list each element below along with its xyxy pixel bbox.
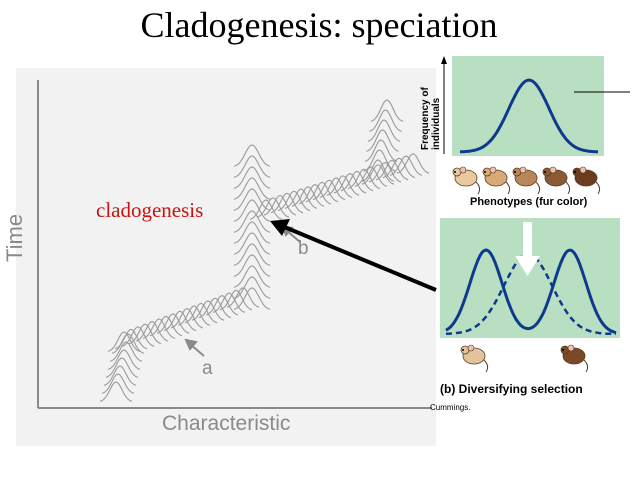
lineage-wave xyxy=(142,318,176,339)
distribution-panel-top xyxy=(452,56,604,156)
lineage-wave xyxy=(361,164,395,185)
lineage-wave xyxy=(226,287,260,308)
lineage-wave xyxy=(105,357,139,378)
phenotypes-label: Phenotypes (fur color) xyxy=(470,196,588,208)
time-axis-label: Time xyxy=(2,213,27,262)
lineage-wave xyxy=(114,328,148,350)
lineage-wave xyxy=(361,159,395,182)
lineage-wave xyxy=(156,313,190,334)
lineage-wave xyxy=(284,188,318,209)
lineage-wave xyxy=(135,321,169,342)
unimodal-curve xyxy=(459,78,599,154)
lineage-wave xyxy=(233,221,271,244)
selection-down-arrow-icon xyxy=(515,222,540,276)
lineage-wave xyxy=(109,341,143,362)
lineage-wave xyxy=(205,295,239,316)
link-arrow xyxy=(270,219,437,292)
lineage-wave xyxy=(233,210,271,233)
frequency-label-line2: individuals xyxy=(431,97,442,150)
diversifying-selection-label: (b) Diversifying selection xyxy=(440,382,583,396)
lineage-wave xyxy=(305,181,339,203)
bimodal-curve xyxy=(445,248,617,335)
lineage-wave xyxy=(347,168,381,190)
lineage-wave xyxy=(101,373,135,394)
lineage-wave xyxy=(366,129,399,152)
frequency-label-line1: Frequency of xyxy=(420,87,431,150)
slide-title: Cladogenesis: speciation xyxy=(140,5,498,45)
lineage-wave xyxy=(212,292,246,313)
mouse-icon xyxy=(560,344,589,373)
lineage-wave xyxy=(191,300,225,321)
frequency-axis-label: Frequency of individuals xyxy=(420,87,442,150)
pointer-a xyxy=(184,338,205,357)
lineage-wave xyxy=(263,195,297,216)
characteristic-axis-label: Characteristic xyxy=(162,412,291,435)
lineage-wave xyxy=(233,232,271,255)
lineage-wave xyxy=(233,199,271,222)
lineage-wave xyxy=(233,254,271,277)
lineage-wave xyxy=(249,199,283,220)
lineage-wave xyxy=(326,175,360,196)
lineage-wave xyxy=(111,333,145,354)
lineage-wave xyxy=(219,289,253,311)
lineage-wave xyxy=(368,162,402,183)
lineage-wave xyxy=(163,310,197,332)
lineage-wave xyxy=(354,166,388,187)
lineage-wave xyxy=(340,170,374,192)
scanned-figure-background xyxy=(16,68,436,446)
mouse-icon xyxy=(512,166,541,195)
lineage-wave xyxy=(233,265,271,288)
lineage-wave xyxy=(99,381,133,402)
cladogenesis-label: cladogenesis xyxy=(96,198,204,222)
lineage-wave xyxy=(363,149,396,172)
lineage-wave xyxy=(312,179,346,201)
lineage-wave xyxy=(270,192,304,214)
lineage-wave xyxy=(233,177,271,200)
mouse-icon xyxy=(460,344,489,373)
lineage-wave xyxy=(233,144,271,167)
lineage-wave xyxy=(198,297,232,319)
lineage-wave xyxy=(170,308,204,329)
lineage-wave xyxy=(233,188,271,211)
lineage-wave xyxy=(233,287,271,310)
lineage-wave xyxy=(149,315,183,337)
lineage-wave xyxy=(107,349,141,370)
lineage-wave xyxy=(333,173,367,194)
lineage-wave xyxy=(128,323,162,345)
lineage-wave xyxy=(382,157,416,179)
lineage-wave xyxy=(364,139,398,162)
lineage-wave xyxy=(319,177,353,198)
lineage-wave xyxy=(256,197,290,218)
lineage-wave xyxy=(375,159,409,181)
lineage-wave xyxy=(396,153,430,174)
mouse-icon xyxy=(482,166,511,195)
mouse-icon xyxy=(542,166,571,195)
credit-text: Cummings. xyxy=(430,403,471,412)
lineage-wave xyxy=(369,109,402,132)
lineage-wave xyxy=(291,186,325,207)
lineage-wave xyxy=(233,276,271,299)
lineage-waves xyxy=(99,99,430,402)
mouse-icon xyxy=(572,166,601,195)
pointer-b-label: b xyxy=(298,238,309,259)
mouse-icon xyxy=(452,166,481,195)
pointer-a-label: a xyxy=(202,358,213,379)
lineage-wave xyxy=(370,99,404,122)
mice-row-top xyxy=(452,166,601,195)
lineage-wave xyxy=(233,155,271,178)
lineage-wave xyxy=(184,302,218,324)
lineage-wave xyxy=(233,166,271,189)
lineage-wave xyxy=(103,365,137,386)
lineage-wave xyxy=(277,190,311,212)
lineage-wave xyxy=(233,243,271,266)
mice-row-bottom xyxy=(460,344,589,373)
lineage-wave xyxy=(298,184,332,205)
lineage-wave xyxy=(121,326,155,347)
lineage-wave xyxy=(177,305,211,326)
lineage-wave xyxy=(107,331,141,352)
lineage-wave xyxy=(367,119,401,142)
